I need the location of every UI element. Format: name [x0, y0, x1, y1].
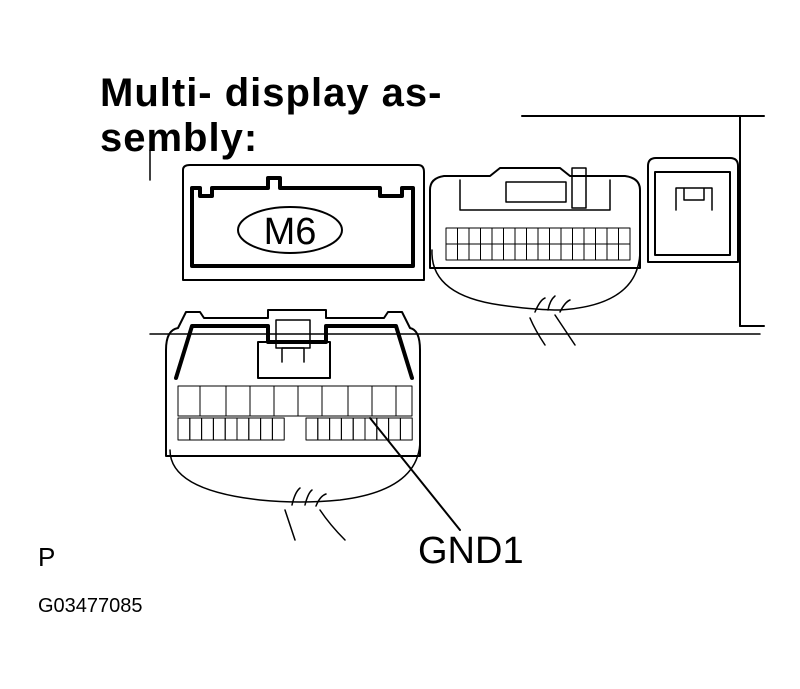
lower-connector-pin-cavity [199, 385, 227, 417]
lower-connector-pin-cavity [212, 417, 226, 441]
middle-connector-wire-boot [431, 249, 641, 311]
gnd1-leader-line [369, 417, 461, 531]
middle-connector-pin-cavity [491, 227, 504, 245]
lower-connector-pin-cavity [224, 417, 238, 441]
middle-connector-pin-cavity [595, 243, 608, 261]
lower-connector-pin-cavity [177, 385, 201, 417]
middle-connector-pin-cavity [514, 243, 527, 261]
lower-connector-pin-cavity [352, 417, 366, 441]
middle-connector-pin-cavity [468, 227, 481, 245]
middle-connector-pin-cavity [457, 227, 470, 245]
lower-connector-pins [177, 385, 413, 441]
assembly-title: Multi- display as- sembly: [100, 71, 443, 160]
lower-connector-pin-cavity [321, 385, 349, 417]
lower-connector-pin-cavity [236, 417, 250, 441]
lower-connector-wire-boot [169, 439, 421, 503]
middle-connector-pin-cavity [445, 243, 458, 261]
figure-code: G03477085 [38, 595, 143, 617]
middle-connector-pin-cavity [526, 243, 539, 261]
lower-connector-pin-cavity [271, 417, 285, 441]
lower-connector-pin-cavity [347, 385, 373, 417]
middle-connector-pin-cavity [618, 227, 631, 245]
lower-connector-pin-cavity [371, 385, 397, 417]
view-marker: P [38, 542, 55, 572]
lower-connector-pin-cavity [388, 417, 401, 441]
lower-connector [165, 309, 421, 541]
lower-connector-pin-cavity [177, 417, 191, 441]
middle-connector-pin-cavity [445, 227, 458, 245]
gnd1-pin-label: GND1 [418, 530, 524, 572]
middle-connector-pin-cavity [526, 227, 539, 245]
lower-connector-pin-cavity [399, 417, 413, 441]
lower-connector-wire [284, 487, 346, 541]
lower-connector-pin-cavity [260, 417, 273, 441]
middle-connector-pin-cavity [618, 243, 631, 261]
middle-connector-pin-cavity [583, 243, 596, 261]
lower-connector-pin-cavity [273, 385, 299, 417]
middle-connector-pin-cavity [549, 227, 562, 245]
assembly-body-outline [149, 115, 765, 335]
middle-connector-pin-cavity [583, 227, 596, 245]
lower-connector-pin-cavity [249, 385, 275, 417]
middle-connector-pin-cavity [572, 227, 585, 245]
middle-connector-pin-cavity [503, 243, 516, 261]
middle-connector-pin-cavity [468, 243, 481, 261]
middle-connector-pin-cavity [503, 227, 516, 245]
lower-connector-pin-cavity [317, 417, 331, 441]
lower-connector-pin-cavity [225, 385, 251, 417]
assembly-title-line1: Multi- display as- [100, 71, 443, 115]
lower-connector-pin-cavity [305, 417, 319, 441]
middle-connector-pin-cavity [606, 243, 619, 261]
lower-connector-pin-cavity [248, 417, 262, 441]
middle-connector-pin-cavity [606, 227, 619, 245]
m6-connector-label-oval [237, 206, 343, 254]
middle-connector-pins [445, 227, 631, 261]
middle-connector-pin-cavity [514, 227, 527, 245]
middle-connector-pin-cavity [491, 243, 504, 261]
m6-connector-housing: M6 [182, 164, 425, 281]
lower-connector-pin-cavity [340, 417, 354, 441]
lower-connector-pin-cavity [364, 417, 378, 441]
middle-connector-pin-cavity [457, 243, 470, 261]
middle-connector [429, 167, 641, 346]
lower-connector-pin-cavity [201, 417, 214, 441]
middle-connector-pin-cavity [480, 243, 493, 261]
lower-connector-pin-cavity [329, 417, 342, 441]
assembly-title-line2: sembly: [100, 116, 258, 160]
lower-connector-pin-cavity [297, 385, 323, 417]
lower-connector-pin-cavity [189, 417, 203, 441]
middle-connector-wire [529, 295, 576, 346]
middle-connector-pin-cavity [537, 243, 550, 261]
middle-connector-pin-cavity [537, 227, 550, 245]
m6-connector-label: M6 [264, 211, 317, 253]
middle-connector-pin-cavity [572, 243, 585, 261]
middle-connector-pin-cavity [480, 227, 493, 245]
right-small-connector [647, 157, 739, 263]
middle-connector-pin-cavity [549, 243, 562, 261]
lower-connector-pin-cavity [395, 385, 413, 417]
middle-connector-pin-cavity [595, 227, 608, 245]
middle-connector-pin-cavity [560, 243, 573, 261]
middle-connector-pin-cavity [560, 227, 573, 245]
